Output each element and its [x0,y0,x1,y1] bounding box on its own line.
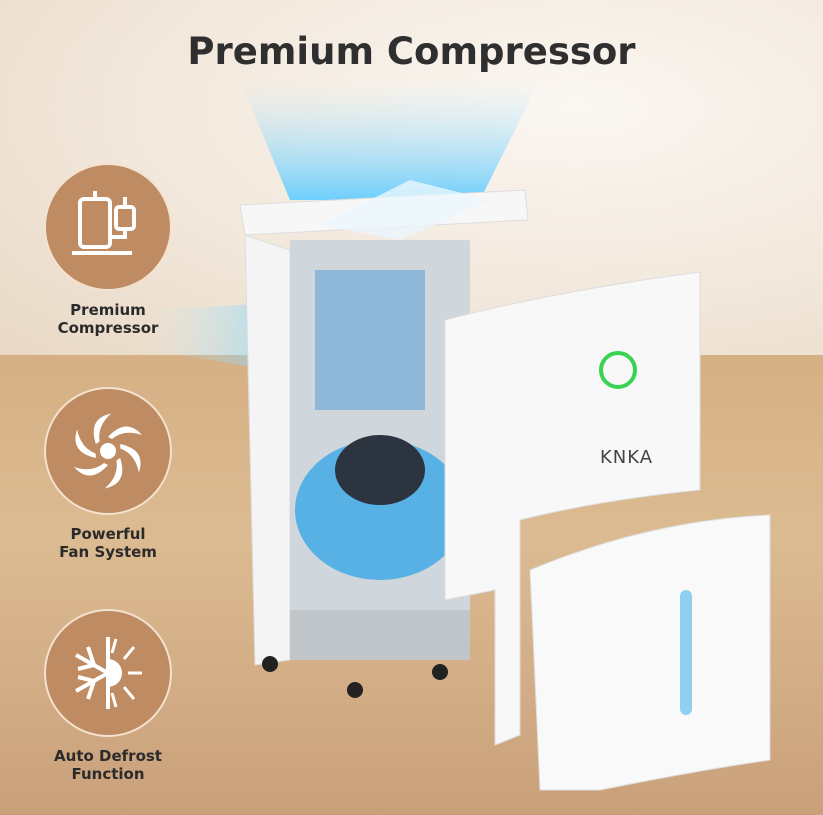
feature-label-line1: Auto Defrost [54,747,162,765]
airflow-top [240,80,540,200]
feature-label-line1: Powerful [70,525,146,543]
front-cover [444,271,701,746]
water-level-window [680,590,692,715]
feature-label-line2: Function [71,765,145,783]
page-title: Premium Compressor [187,30,636,73]
snowflake-sun-icon [44,609,172,737]
feature-label-line2: Fan System [59,543,157,561]
water-tank [529,514,771,791]
brand-logo: KNKA [600,447,653,468]
feature-label-line2: Compressor [57,319,159,337]
compressor [335,435,425,505]
feature-label-line1: Premium [70,301,146,319]
vent-flap [320,180,490,240]
body-left-panel [244,234,291,666]
fan-icon [44,387,172,515]
compressor-icon [44,163,172,291]
evaporator-coil [315,270,425,410]
power-ring [599,351,637,389]
